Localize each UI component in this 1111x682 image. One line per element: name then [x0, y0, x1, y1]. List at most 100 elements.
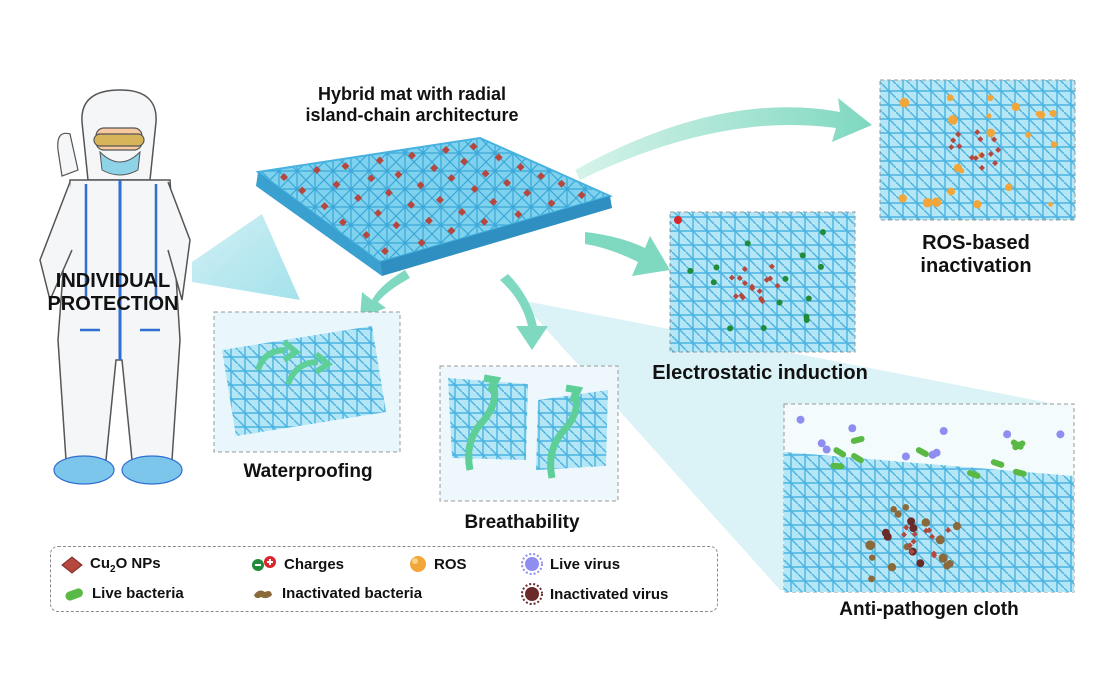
inactivated-virus [907, 517, 916, 526]
ros-particle [973, 200, 982, 209]
ros-particle [1025, 132, 1032, 138]
electrostatic-label: Electrostatic induction [652, 362, 868, 384]
cu2o-particle [974, 129, 981, 136]
cu2o-particle [435, 195, 444, 204]
live-virus-icon [521, 553, 543, 575]
cu2o-particle [991, 136, 998, 143]
cu2o-particle [489, 197, 498, 206]
cu2o-particle [367, 174, 376, 183]
cu2o-particle [332, 180, 341, 189]
ros-line2: inactivation [920, 255, 1032, 277]
cu2o-particle [978, 164, 985, 171]
live-bacteria [990, 459, 1005, 468]
hybrid-mat [255, 136, 613, 276]
negative-charge [799, 252, 806, 259]
cu2o-particle [394, 170, 403, 179]
cu2o-particle [757, 295, 764, 302]
cu2o-particle [741, 280, 748, 287]
live-virus [822, 445, 831, 454]
legend-ros: ROS [409, 555, 467, 573]
negative-charge [727, 325, 734, 332]
ros-particle [922, 198, 933, 208]
inactivated-bacteria [868, 554, 876, 561]
inactivated-bacteria [902, 504, 910, 511]
cu2o-particle [908, 548, 915, 555]
cu2o-particle [320, 202, 329, 211]
cu2o-particle [417, 238, 426, 247]
cu2o-particle [341, 162, 350, 171]
legend-ros-text: ROS [434, 555, 467, 573]
live-bacteria [967, 469, 981, 479]
inactivated-bacteria [865, 540, 876, 551]
cu2o-particle [910, 538, 917, 545]
cu2o-particle [929, 533, 936, 540]
cu2o-particle [312, 165, 321, 174]
cu2o-particle [577, 191, 586, 200]
negative-charge [782, 275, 789, 282]
cu2o-particle [380, 247, 389, 256]
legend-inactivated-virus-text: Inactivated virus [550, 585, 669, 603]
ros-panel [879, 79, 1076, 221]
inactivated-virus [916, 559, 925, 568]
live-bacteria-icon [65, 587, 83, 601]
live-virus [817, 439, 826, 448]
cu2o-particle [547, 199, 556, 208]
mat-title: Hybrid mat with radial island-chain arch… [262, 84, 562, 125]
cu2o-particle [972, 155, 979, 162]
cu2o-particle [923, 527, 930, 534]
cu2o-particle [457, 208, 466, 217]
waterproofing-label: Waterproofing [243, 461, 373, 482]
live-bacteria [850, 436, 865, 444]
legend-live-bacteria: Live bacteria [63, 585, 184, 602]
breathability-label: Breathability [464, 512, 580, 533]
cu2o-particle [392, 221, 401, 230]
negative-charge [760, 325, 767, 332]
inactivated-bacteria [890, 506, 897, 513]
ros-particle [1049, 109, 1057, 117]
cu2o-particle [739, 294, 746, 301]
anti-pathogen-panel [783, 403, 1075, 593]
inactivated-virus [881, 528, 890, 537]
live-virus [901, 452, 910, 461]
breathability-panel [439, 365, 619, 502]
ros-particle [1011, 102, 1021, 112]
negative-charge [803, 316, 810, 323]
cu2o-particle [502, 178, 511, 187]
ros-label: ROS-based inactivation [878, 232, 1074, 278]
cu2o-particle [354, 193, 363, 202]
ros-particle [899, 97, 910, 108]
live-virus [939, 426, 948, 435]
ros-particle [987, 94, 994, 102]
cu2o-particle [906, 542, 913, 549]
live-virus [848, 424, 857, 433]
cu2o-particle [362, 231, 371, 240]
live-bacteria [1012, 468, 1027, 477]
cu2o-particle [732, 293, 739, 300]
cu2o-particle [407, 200, 416, 209]
cu2o-particle [978, 152, 985, 159]
inactivated-bacteria-icon [254, 590, 272, 598]
cu2o-particle [728, 274, 735, 281]
negative-charge [687, 267, 694, 274]
cu2o-particle [480, 217, 489, 226]
inactivated-bacteria [868, 575, 875, 583]
legend-inactivated-bacteria-text: Inactivated bacteria [282, 585, 423, 602]
negative-charge [713, 264, 720, 271]
cu2o-particle [374, 209, 383, 218]
cu2o-particle [481, 169, 490, 178]
cu2o-particle [911, 531, 918, 538]
legend-live-virus: Live virus [521, 553, 620, 575]
cu2o-particle [987, 150, 994, 157]
ros-particle [986, 113, 992, 119]
cu2o-particle [992, 160, 999, 167]
cu2o-particle [416, 181, 425, 190]
cu2o-particle [338, 218, 347, 227]
cu2o-particle [948, 144, 955, 151]
inactivated-bacteria [894, 510, 902, 518]
inactivated-bacteria [935, 535, 945, 545]
ros-particle [1048, 202, 1053, 207]
cu2o-particle [557, 179, 566, 188]
arrow-to-breathability [500, 274, 548, 350]
